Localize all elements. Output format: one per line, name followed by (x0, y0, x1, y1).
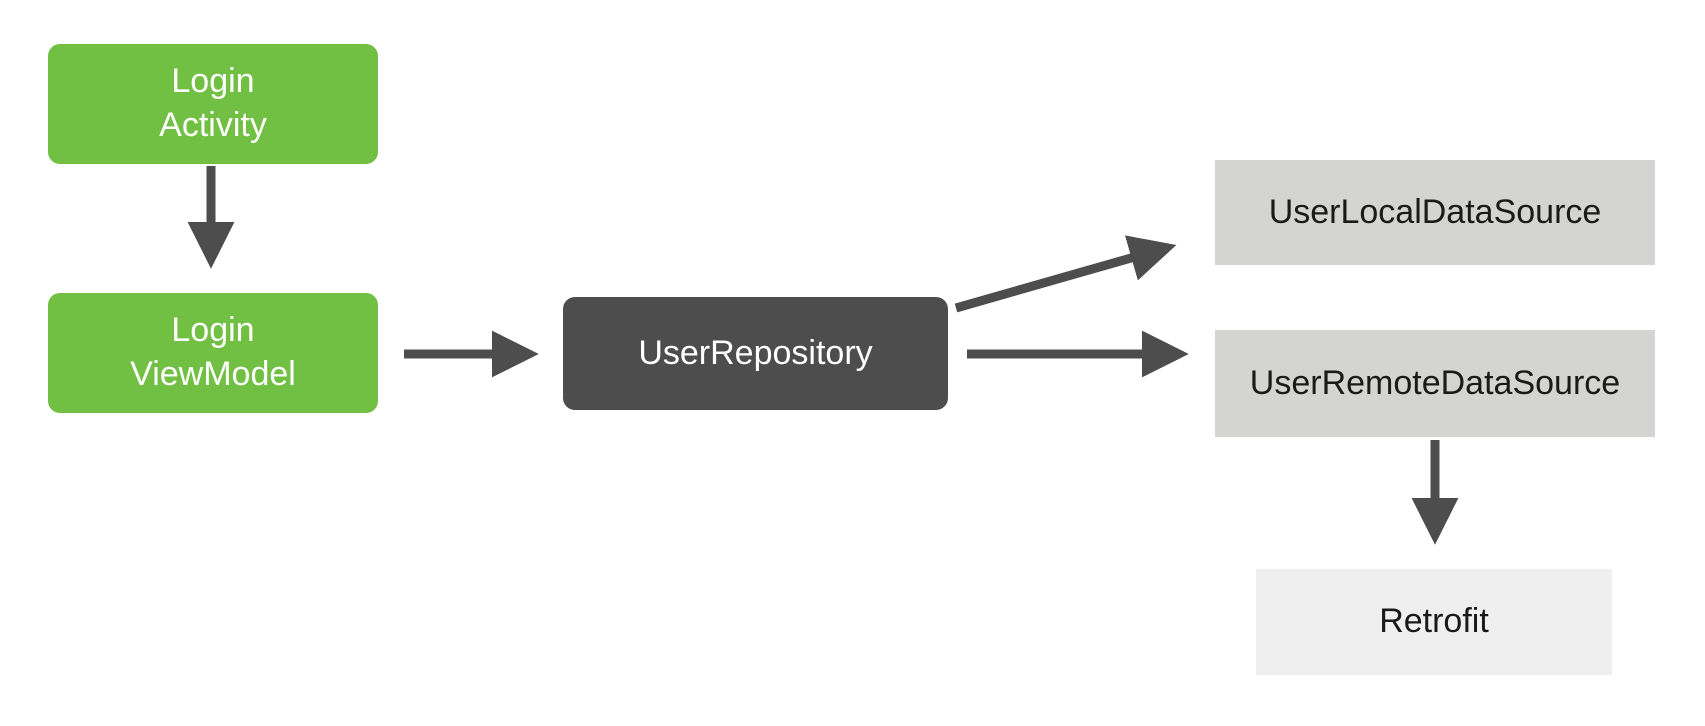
edge-repository-to-local-arrow (954, 235, 1177, 313)
node-user-remote-data-source-label: UserRemoteDataSource (1249, 363, 1621, 402)
node-login-activity-label: Login Activity (159, 62, 267, 144)
node-user-repository-label: UserRepository (638, 333, 873, 372)
node-retrofit[interactable]: Retrofit (1256, 569, 1612, 675)
node-user-remote-data-source[interactable]: UserRemoteDataSource (1215, 330, 1655, 437)
node-user-local-data-source[interactable]: UserLocalDataSource (1215, 160, 1655, 265)
node-user-repository[interactable]: UserRepository (563, 297, 948, 410)
node-user-local-data-source-label: UserLocalDataSource (1268, 192, 1602, 231)
node-retrofit-label: Retrofit (1379, 602, 1489, 641)
node-login-activity[interactable]: Login Activity (48, 44, 378, 164)
node-login-viewmodel[interactable]: Login ViewModel (48, 293, 378, 413)
node-login-viewmodel-label: Login ViewModel (130, 311, 296, 393)
